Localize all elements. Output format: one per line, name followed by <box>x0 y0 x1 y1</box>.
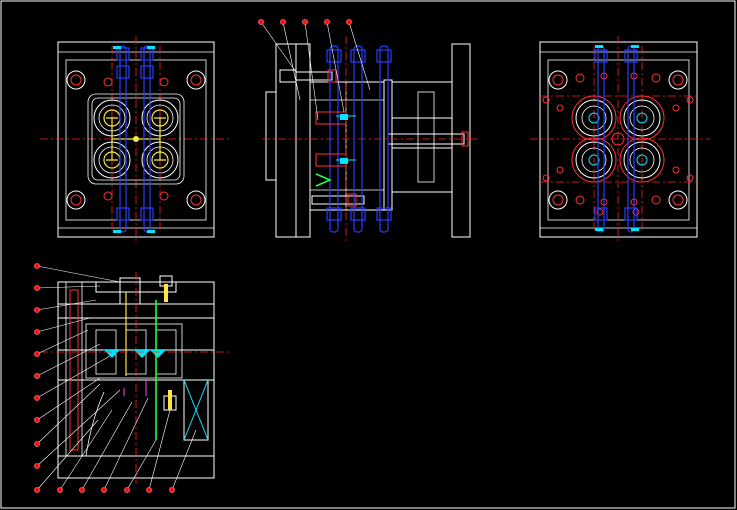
balloon-marker <box>258 19 352 25</box>
balloon-marker <box>34 487 175 493</box>
cooling-channel-icon <box>594 45 638 233</box>
view-moving-half-plan[interactable] <box>530 36 710 242</box>
guide-pin-icon <box>279 69 365 207</box>
view-side-section[interactable] <box>34 263 230 493</box>
ejector-hole-icon <box>542 72 694 216</box>
balloon-marker <box>34 263 40 469</box>
view-fixed-half-plan[interactable] <box>40 36 230 242</box>
view-front-section[interactable] <box>258 19 478 242</box>
guide-hole-icon <box>548 70 688 210</box>
core-icon <box>571 95 665 183</box>
guide-hole-icon <box>66 70 206 210</box>
cooling-channel-icon <box>326 45 392 233</box>
